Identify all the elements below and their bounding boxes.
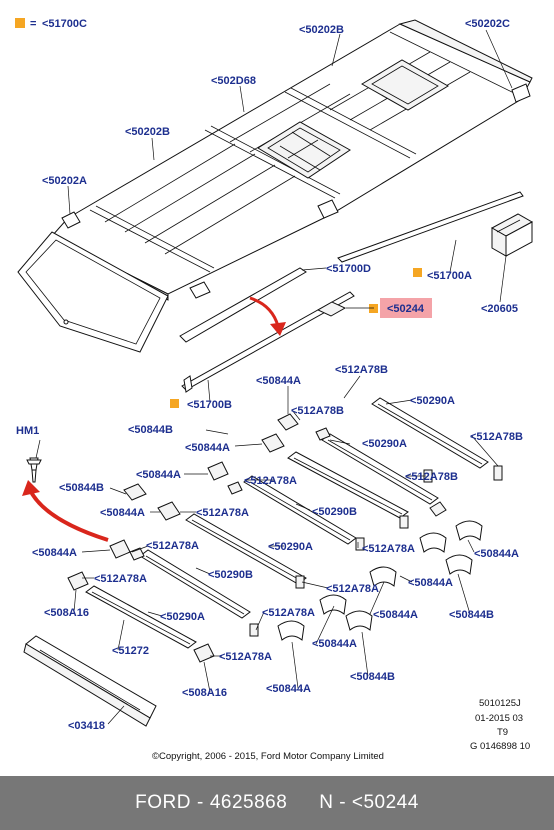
label-50244: <50244 (387, 303, 425, 315)
legend-swatch (15, 18, 25, 28)
part-labels: <50202B <50202C <502D68 <50202B <50202A … (16, 18, 523, 732)
label-50844A-2: <50844A (185, 442, 230, 454)
legend-label: <51700C (42, 18, 87, 30)
label-51700D: <51700D (326, 263, 371, 275)
hm1-fastener (26, 457, 42, 483)
outriggers (277, 520, 483, 641)
label-50844A-6: <50844A (474, 548, 519, 560)
label-512A78A-4: <512A78A (362, 543, 415, 555)
label-512A78B-4: <512A78B (405, 471, 458, 483)
label-512A78A-3: <512A78A (146, 540, 199, 552)
meta-code: 5010125J (479, 698, 521, 709)
label-50844B-2: <50844B (59, 482, 104, 494)
label-50290A-4: <50290A (160, 611, 205, 623)
label-50202A: <50202A (42, 175, 87, 187)
label-50844A-5: <50844A (32, 547, 77, 559)
label-502D68: <502D68 (211, 75, 256, 87)
label-512A78A-6: <512A78A (326, 583, 379, 595)
label-51272: <51272 (112, 645, 149, 657)
label-51700B: <51700B (187, 399, 232, 411)
side-rails (179, 191, 534, 393)
label-512A78A-7: <512A78A (262, 607, 315, 619)
cross-members (23, 397, 489, 727)
footer-brand: FORD (135, 792, 191, 813)
footer-n-label: N - <50244 (319, 792, 419, 813)
brackets (67, 413, 503, 663)
label-50844A-7: <50844A (408, 577, 453, 589)
label-50844A-8: <50844A (373, 609, 418, 621)
meta-date: 01-2015 03 (475, 713, 523, 724)
label-50844A-1: <50844A (256, 375, 301, 387)
label-512A78B-3: <512A78B (470, 431, 523, 443)
roof-assembly (17, 19, 533, 353)
label-512A78A-8: <512A78A (219, 651, 272, 663)
footer-bar: FORD - 4625868 N - <50244 (0, 776, 554, 830)
marker-51700A (413, 268, 422, 277)
leader-lines (35, 29, 513, 725)
label-512A78A-2: <512A78A (196, 507, 249, 519)
label-50290B-1: <50290B (312, 506, 357, 518)
parts-diagram: = <51700C (15, 18, 534, 762)
label-20605: <20605 (481, 303, 518, 315)
marker-50244 (369, 304, 378, 313)
label-512A78A-1: <512A78A (244, 475, 297, 487)
marker-51700B (170, 399, 179, 408)
label-50290B-2: <50290B (208, 569, 253, 581)
label-50844A-4: <50844A (100, 507, 145, 519)
label-50202C: <50202C (465, 18, 510, 30)
label-50290A-3: <50290A (268, 541, 313, 553)
footer-part-number: 4625868 (209, 792, 288, 813)
label-50844A-10: <50844A (266, 683, 311, 695)
legend-equals: = (30, 18, 36, 30)
label-50290A-1: <50290A (410, 395, 455, 407)
label-50844B-1: <50844B (128, 424, 173, 436)
label-50202B-mid: <50202B (125, 126, 170, 138)
highlight-box (380, 298, 432, 318)
footer-dash: - (196, 792, 204, 813)
label-51700A: <51700A (427, 270, 472, 282)
label-03418: <03418 (68, 720, 105, 732)
label-50844B-4: <50844B (350, 671, 395, 683)
label-508A16-1: <508A16 (44, 607, 89, 619)
label-512A78B-1: <512A78B (335, 364, 388, 376)
label-508A16-2: <508A16 (182, 687, 227, 699)
label-50844B-3: <50844B (449, 609, 494, 621)
label-512A78A-5: <512A78A (94, 573, 147, 585)
label-HM1: HM1 (16, 425, 39, 437)
label-512A78B-2: <512A78B (291, 405, 344, 417)
label-50202B-top: <50202B (299, 24, 344, 36)
label-50844A-9: <50844A (312, 638, 357, 650)
label-50290A-2: <50290A (362, 438, 407, 450)
meta-ref: G 0146898 10 (470, 741, 530, 752)
label-50844A-3: <50844A (136, 469, 181, 481)
copyright-text: ©Copyright, 2006 - 2015, Ford Motor Comp… (152, 751, 384, 762)
meta-variant: T9 (497, 727, 508, 738)
